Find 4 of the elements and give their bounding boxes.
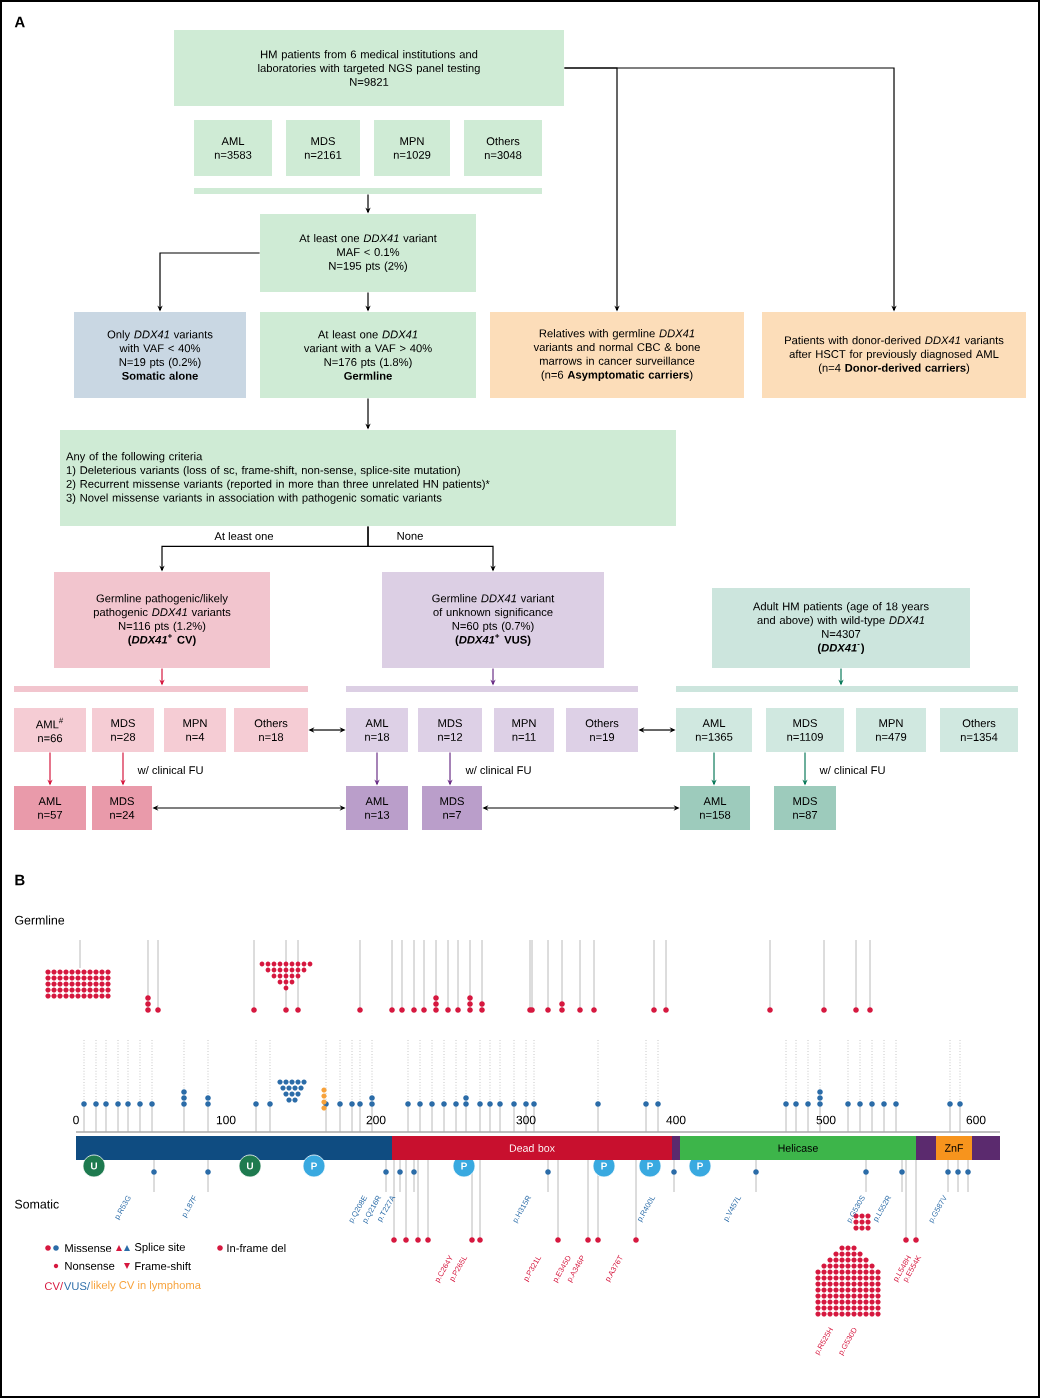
group-bar — [194, 188, 542, 194]
group-bar — [14, 686, 308, 692]
group-bar — [676, 686, 1018, 692]
group-bar — [346, 686, 638, 692]
